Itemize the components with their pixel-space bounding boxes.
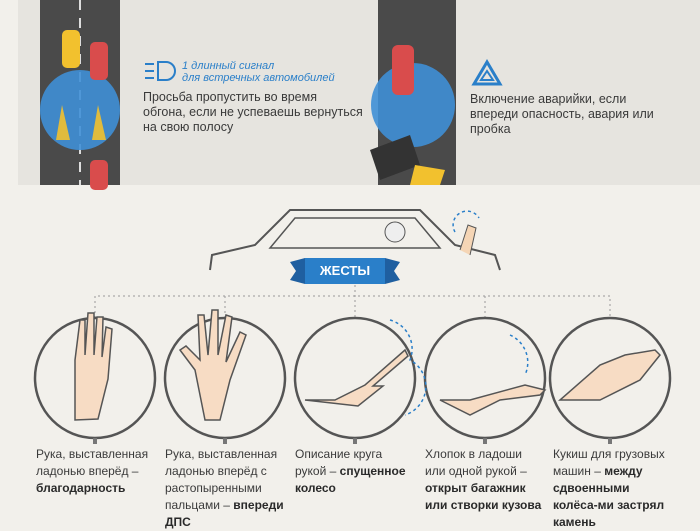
gestures-banner: ЖЕСТЫ	[305, 258, 385, 284]
hand-clap	[439, 384, 547, 416]
gesture-caption-3: Описание круга рукой – спущенное колесо	[295, 447, 406, 495]
crashed-car	[370, 135, 420, 180]
signals-section	[18, 0, 700, 185]
overtake-description: Просьба пропустить во время обгона, если…	[143, 90, 363, 134]
gesture-caption-2: Рука, выставленная ладонью вперёд с раст…	[165, 447, 284, 529]
gesture-caption-5: Кукиш для грузовых машин – между сдвоенн…	[553, 447, 665, 529]
car-outline	[209, 209, 501, 271]
hand-palm	[74, 312, 113, 421]
gesture-caption-4: Хлопок в ладоши или одной рукой – открыт…	[425, 447, 542, 512]
car-yellow	[62, 30, 80, 68]
car-hazard	[392, 45, 414, 95]
gesture-caption-1: Рука, выставленная ладонью вперёд – благ…	[36, 447, 149, 495]
car-red	[90, 42, 108, 80]
hand-fig	[558, 349, 662, 401]
hand-spread	[178, 309, 247, 421]
driver	[384, 221, 406, 243]
high-beam-icon	[145, 61, 176, 81]
signal-label: 1 длинный сигнал для встречных автомобил…	[182, 60, 335, 84]
hazard-description: Включение аварийки, если впереди опаснос…	[470, 92, 654, 136]
hand-circle	[304, 348, 409, 407]
highlight-circle	[40, 70, 120, 150]
hazard-triangle-icon	[471, 59, 503, 86]
gesture-circle	[423, 316, 547, 440]
gesture-circle	[293, 316, 417, 440]
signal-line-2: для встречных автомобилей	[182, 72, 335, 84]
signal-line-1: 1 длинный сигнал	[182, 60, 275, 72]
